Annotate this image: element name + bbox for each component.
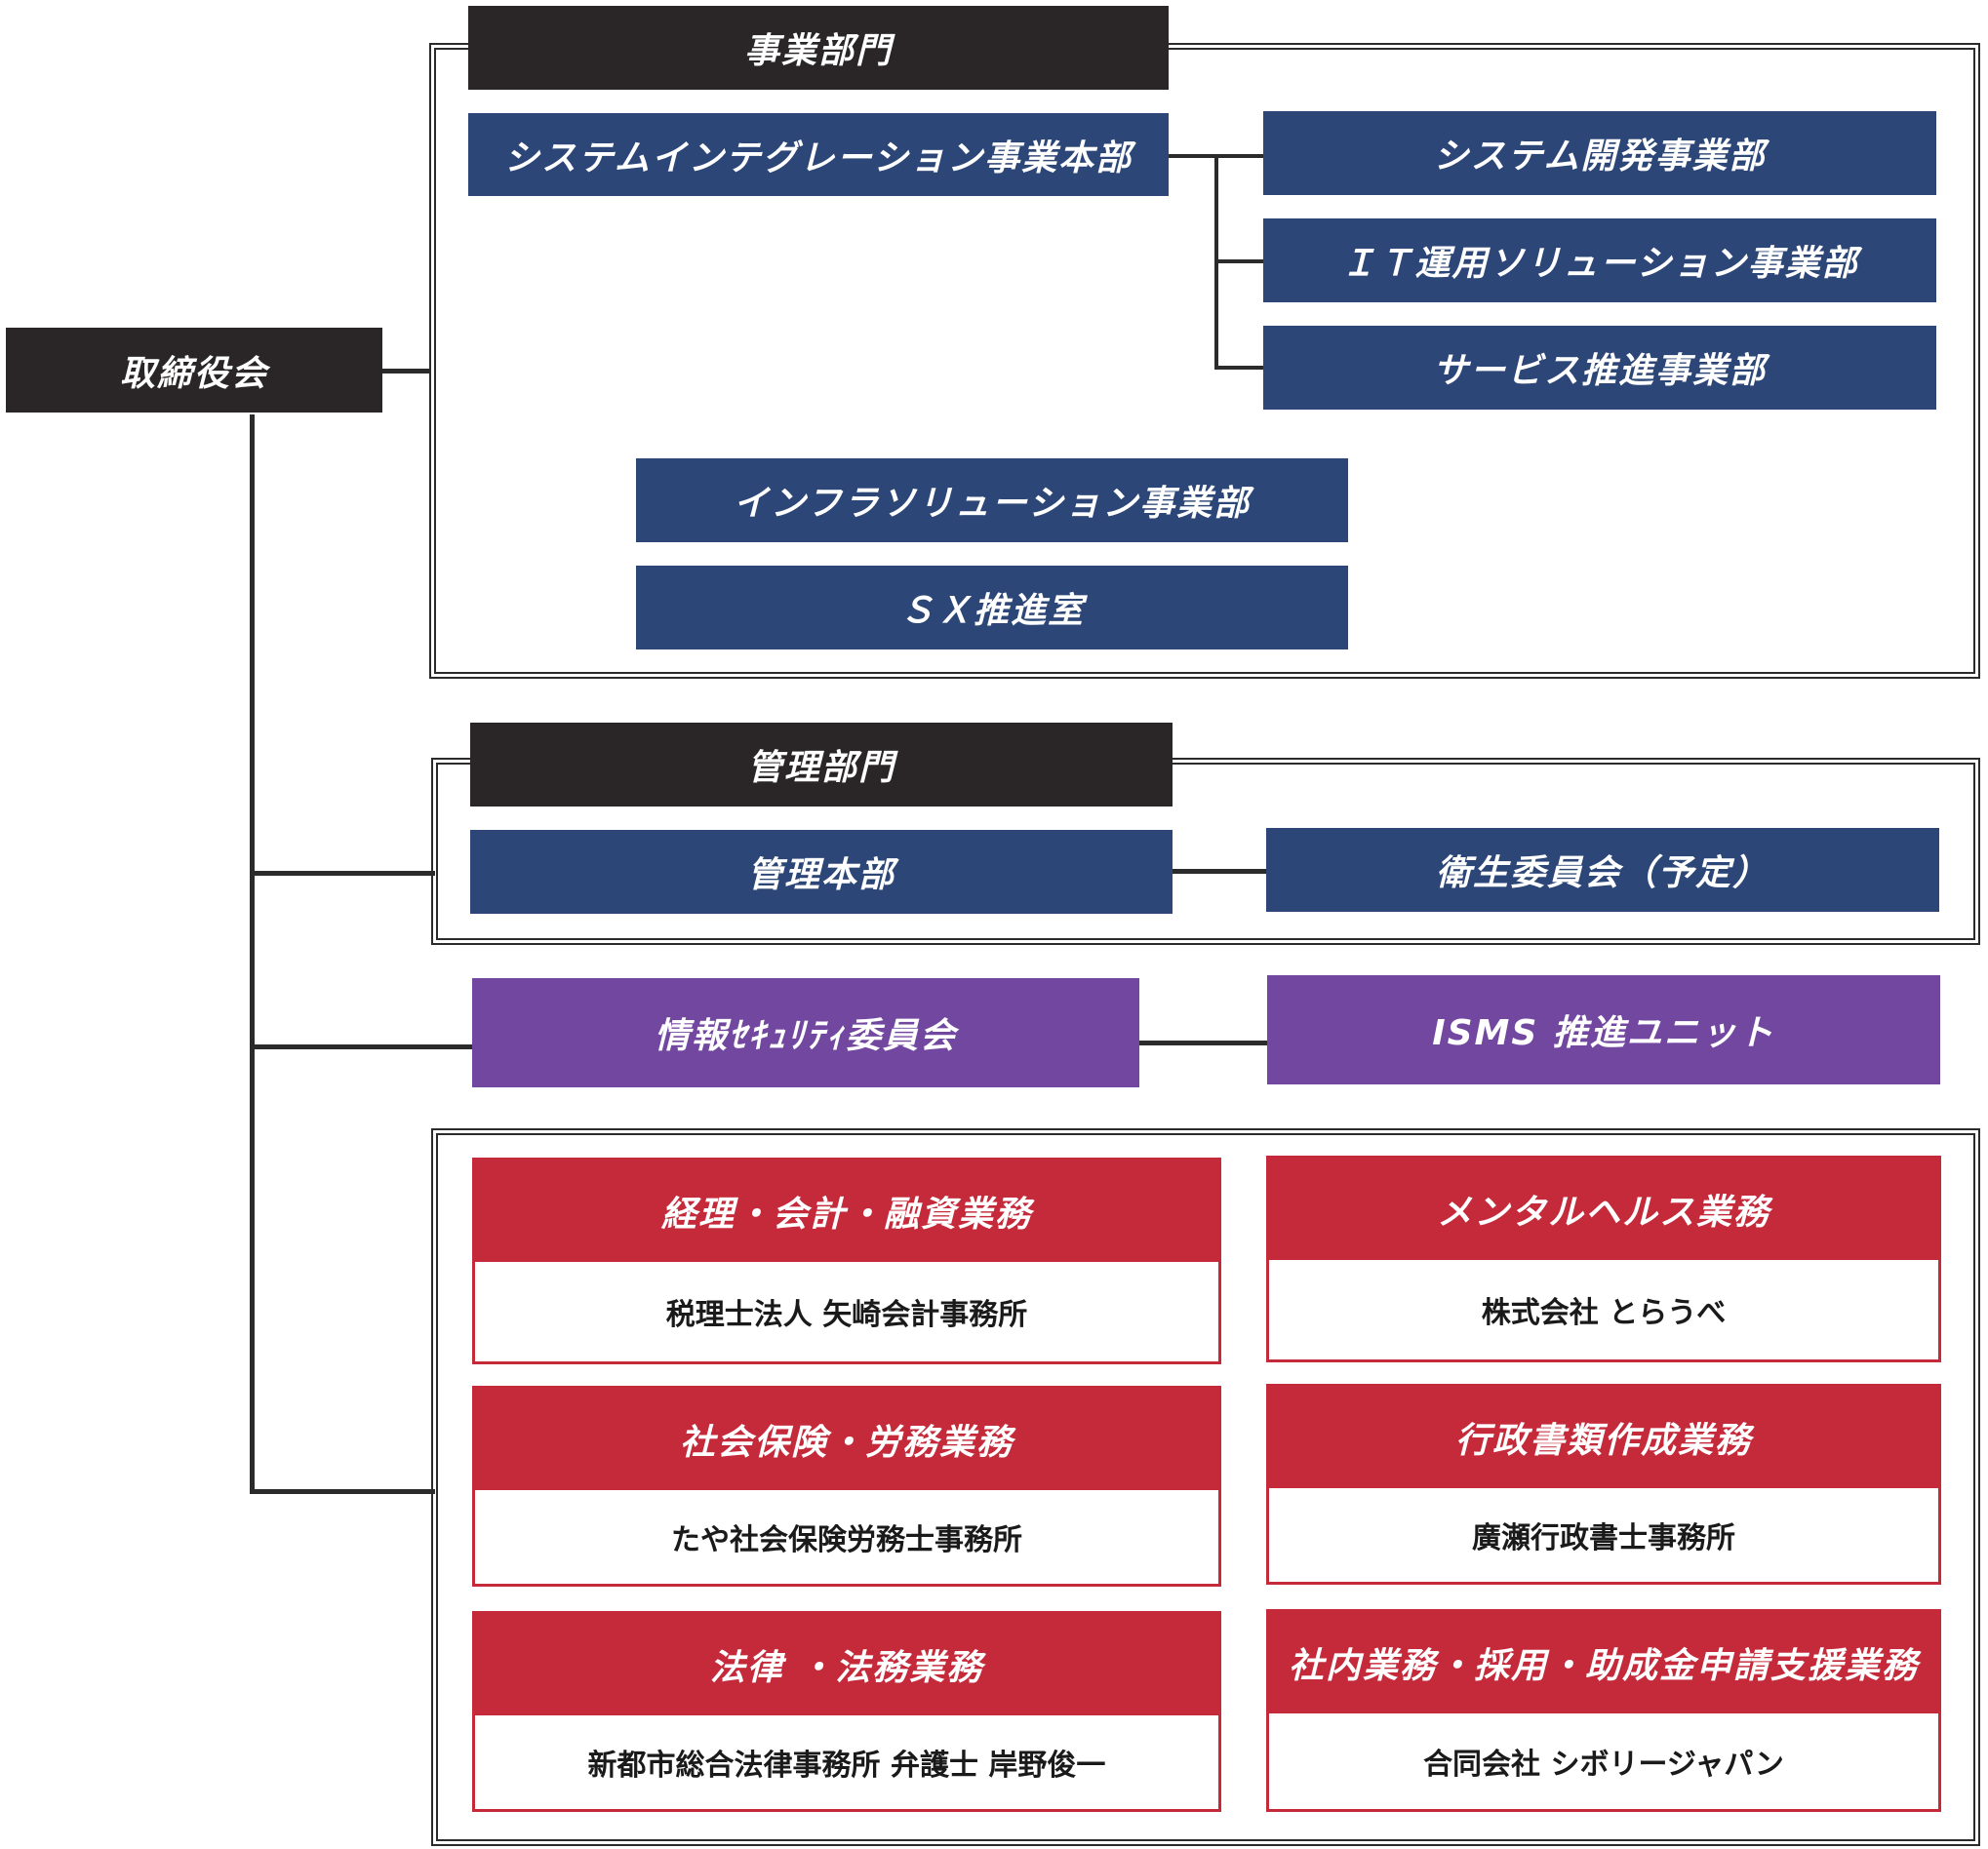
outsourcing-card-title: メンタルヘルス業務 bbox=[1269, 1159, 1938, 1260]
management-division-label: 管理部門 bbox=[746, 748, 895, 788]
system-development-department: システム開発事業部 bbox=[1263, 111, 1936, 195]
business-division-label: 事業部門 bbox=[743, 31, 893, 71]
connector-to-management bbox=[250, 871, 435, 876]
service-promotion-department: サービス推進事業部 bbox=[1263, 326, 1936, 410]
si-headquarters: システムインテグレーション事業本部 bbox=[468, 113, 1169, 196]
isms-promotion-unit: ISMS 推進ユニット bbox=[1267, 975, 1940, 1084]
sx-promotion-label: ＳＸ推進室 bbox=[898, 591, 1085, 631]
outsourcing-card-title: 社内業務・採用・助成金申請支援業務 bbox=[1269, 1612, 1938, 1713]
it-operation-solution-label: ＩＴ運用ソリューション事業部 bbox=[1340, 244, 1859, 284]
outsourcing-card-accounting: 経理・会計・融資業務 税理士法人 矢崎会計事務所 bbox=[472, 1158, 1221, 1364]
board-label: 取締役会 bbox=[119, 353, 268, 394]
service-promotion-label: サービス推進事業部 bbox=[1432, 351, 1767, 391]
management-division-header: 管理部門 bbox=[470, 723, 1173, 806]
management-headquarters: 管理本部 bbox=[470, 830, 1173, 914]
outsourcing-card-mental-health: メンタルヘルス業務 株式会社 とらうべ bbox=[1266, 1156, 1941, 1362]
outsourcing-card-title: 社会保険・労務業務 bbox=[475, 1389, 1218, 1490]
outsourcing-card-legal: 法律 ・法務業務 新都市総合法律事務所 弁護士 岸野俊一 bbox=[472, 1611, 1221, 1812]
outsourcing-card-internal-support: 社内業務・採用・助成金申請支援業務 合同会社 シボリージャパン bbox=[1266, 1609, 1941, 1812]
connector-board-to-business bbox=[382, 369, 431, 374]
it-operation-solution-department: ＩＴ運用ソリューション事業部 bbox=[1263, 218, 1936, 302]
connector-to-security bbox=[250, 1044, 474, 1049]
health-committee: 衛生委員会（予定） bbox=[1266, 828, 1939, 912]
infrastructure-solution-department: インフラソリューション事業部 bbox=[636, 458, 1348, 542]
business-division-header: 事業部門 bbox=[468, 6, 1169, 90]
connector-to-outsourcing bbox=[250, 1489, 435, 1494]
outsourcing-frame bbox=[431, 1128, 1980, 1846]
connector-security-isms bbox=[1139, 1041, 1267, 1045]
connector-board-vertical bbox=[250, 414, 255, 1493]
outsourcing-card-partner: 合同会社 シボリージャパン bbox=[1423, 1748, 1784, 1782]
sx-promotion-office: ＳＸ推進室 bbox=[636, 566, 1348, 649]
outsourcing-card-partner: 株式会社 とらうべ bbox=[1481, 1296, 1727, 1330]
connector-si-horizontal bbox=[1169, 154, 1214, 158]
outsourcing-card-social-insurance: 社会保険・労務業務 たや社会保険労務士事務所 bbox=[472, 1386, 1221, 1587]
system-development-label: システム開発事業部 bbox=[1433, 137, 1767, 177]
outsourcing-card-partner: 新都市総合法律事務所 弁護士 岸野俊一 bbox=[587, 1749, 1106, 1783]
outsourcing-card-title: 経理・会計・融資業務 bbox=[475, 1161, 1218, 1262]
connector-management-health bbox=[1172, 869, 1266, 874]
connector-si-sub-1 bbox=[1214, 154, 1263, 158]
outsourcing-card-title: 行政書類作成業務 bbox=[1269, 1387, 1938, 1488]
outsourcing-card-partner: 税理士法人 矢崎会計事務所 bbox=[665, 1298, 1028, 1332]
connector-si-sub-3 bbox=[1214, 366, 1263, 370]
information-security-committee-label: 情報ｾｷｭﾘﾃｨ委員会 bbox=[654, 1016, 957, 1056]
infrastructure-solution-label: インフラソリューション事業部 bbox=[733, 484, 1252, 524]
isms-promotion-unit-label: ISMS 推進ユニット bbox=[1432, 1013, 1775, 1053]
management-headquarters-label: 管理本部 bbox=[746, 855, 895, 895]
business-division-frame bbox=[429, 43, 1980, 679]
si-headquarters-label: システムインテグレーション事業本部 bbox=[503, 138, 1133, 178]
outsourcing-card-partner: 廣瀬行政書士事務所 bbox=[1472, 1521, 1735, 1555]
board-of-directors: 取締役会 bbox=[6, 328, 382, 413]
health-committee-label: 衛生委員会（予定） bbox=[1435, 853, 1769, 893]
outsourcing-card-partner: たや社会保険労務士事務所 bbox=[671, 1523, 1022, 1557]
outsourcing-card-administrative-documents: 行政書類作成業務 廣瀬行政書士事務所 bbox=[1266, 1384, 1941, 1585]
management-division-frame bbox=[431, 758, 1980, 945]
connector-si-sub-2 bbox=[1214, 259, 1263, 263]
information-security-committee: 情報ｾｷｭﾘﾃｨ委員会 bbox=[472, 978, 1139, 1087]
outsourcing-card-title: 法律 ・法務業務 bbox=[475, 1614, 1218, 1715]
